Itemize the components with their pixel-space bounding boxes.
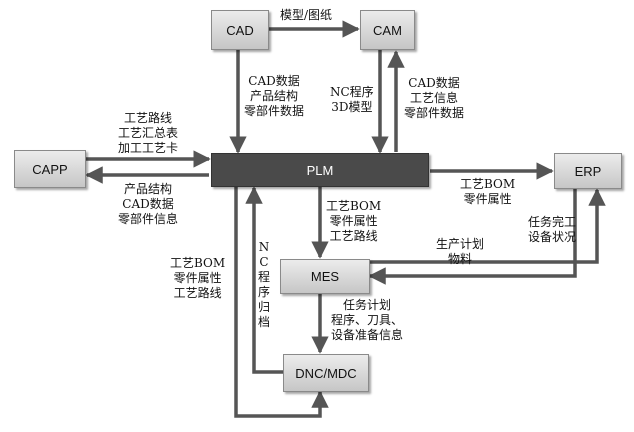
- label-capp-to-plm: 工艺路线 工艺汇总表 加工工艺卡: [118, 111, 179, 155]
- arrow-mes-to-erp: [370, 188, 606, 264]
- label-dnc-to-plm: NC程序归档: [257, 240, 270, 329]
- label-mes-to-erp: 任务完工 设备状况: [528, 215, 577, 244]
- node-mes: MES: [280, 259, 370, 294]
- label-cam-to-plm: NC程序 3D模型: [330, 85, 374, 114]
- label-cad-to-cam: 模型/图纸: [280, 8, 333, 22]
- node-dnc-mdc: DNC/MDC: [283, 354, 369, 392]
- label-plm-to-erp: 工艺BOM 零件属性: [460, 177, 516, 206]
- node-plm: PLM: [211, 153, 429, 187]
- arrow-plm-to-dnc: [234, 186, 329, 418]
- node-cad: CAD: [211, 10, 269, 50]
- label-mes-to-dnc: 任务计划 程序、刀具、 设备准备信息: [331, 298, 404, 342]
- node-capp: CAPP: [14, 150, 86, 188]
- label-plm-to-cam: CAD数据 工艺信息 零部件数据: [404, 76, 465, 120]
- label-plm-to-capp: 产品结构 CAD数据 零部件信息: [118, 182, 179, 226]
- label-erp-to-mes: 生产计划 物料: [436, 237, 485, 266]
- node-cam: CAM: [360, 10, 415, 50]
- label-cad-to-plm: CAD数据 产品结构 零部件数据: [244, 74, 305, 118]
- label-plm-to-mes: 工艺BOM 零件属性 工艺路线: [326, 199, 382, 243]
- arrow-dnc-to-plm: [245, 186, 283, 374]
- label-plm-to-dnc: 工艺BOM 零件属性 工艺路线: [170, 256, 226, 300]
- node-erp: ERP: [554, 153, 622, 189]
- arrow-erp-to-mes: [368, 188, 577, 285]
